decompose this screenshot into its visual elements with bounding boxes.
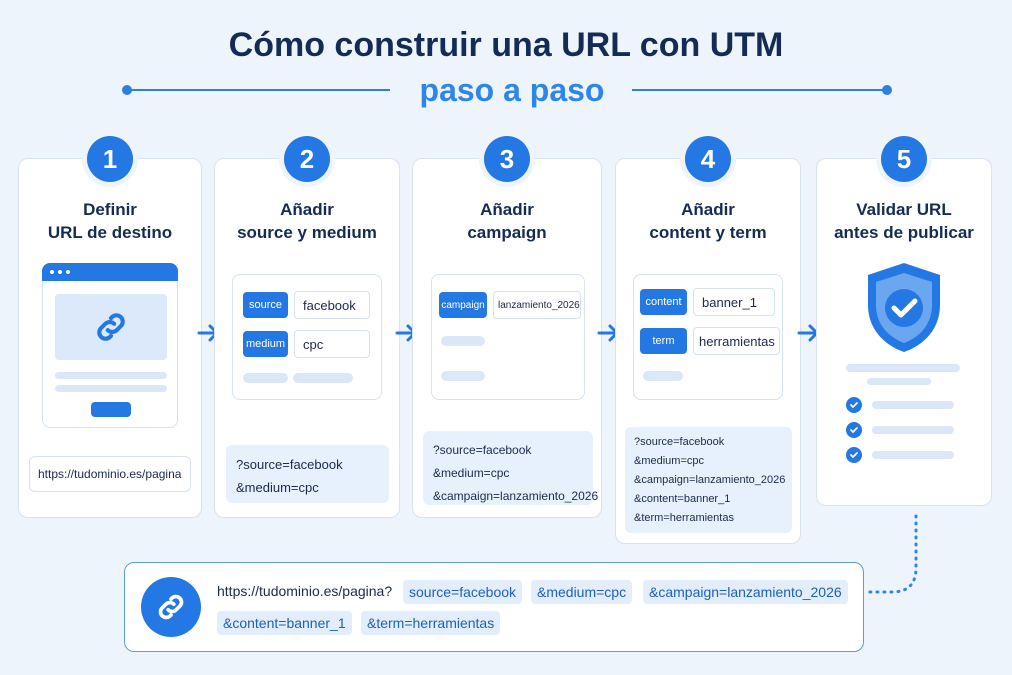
placeholder-line [846,364,960,372]
utm-key-tag: campaign [439,292,487,318]
utm-param-chip: &content=banner_1 [217,611,352,635]
divider-dot [882,85,892,95]
query-string-preview: ?source=facebook&medium=cpc&campaign=lan… [423,431,598,505]
placeholder-line [55,372,167,379]
page-title: Cómo construir una URL con UTM [228,26,784,64]
dotted-connector [862,514,918,594]
utm-field-row: medium cpc [243,330,370,358]
placeholder-line [643,371,683,381]
utm-value-field: lanzamiento_2026 [493,291,581,319]
cta-button-illustration [91,402,131,417]
utm-key-tag: medium [243,331,288,357]
utm-key-tag: source [243,292,288,318]
step-number-badge: 5 [881,136,927,182]
utm-field-row: content banner_1 [640,288,775,316]
step-number-badge: 1 [87,136,133,182]
page-subtitle: paso a paso [419,72,605,108]
placeholder-line [55,385,167,392]
utm-param-chip: &medium=cpc [531,580,633,604]
utm-field-row: campaign lanzamiento_2026 [439,291,581,319]
utm-value-field: facebook [294,291,370,319]
utm-key-tag: content [640,289,687,315]
step-number-badge: 4 [685,136,731,182]
placeholder-line [441,371,485,381]
query-string-preview: ?source=facebook&medium=cpc&campaign=lan… [625,427,792,533]
utm-key-tag: term [640,328,687,354]
link-icon [55,294,167,360]
query-string-preview: ?source=facebook&medium=cpc [226,445,389,503]
step-number-badge: 3 [484,136,530,182]
check-icon [846,422,862,438]
divider-dot [122,85,132,95]
utm-param-chip: &campaign=lanzamiento_2026 [643,580,848,604]
divider-line [128,89,390,91]
placeholder-line [293,373,353,383]
placeholder-line [243,373,288,383]
destination-url-field: https://tudominio.es/pagina [29,456,191,492]
placeholder-line [441,336,485,346]
subtitle-row: paso a paso [122,72,892,108]
placeholder-line [867,378,931,385]
final-utm-url-box: https://tudominio.es/pagina? source=face… [124,562,864,652]
check-icon [846,397,862,413]
utm-field-row: source facebook [243,291,370,319]
utm-value-field: herramientas [693,327,780,355]
step-number-badge: 2 [284,136,330,182]
utm-value-field: cpc [294,330,370,358]
shield-check-icon [868,263,940,352]
divider-line [632,89,886,91]
final-url-base: https://tudominio.es/pagina? [217,583,393,599]
browser-window-illustration [42,263,178,428]
browser-titlebar [42,263,178,281]
utm-field-row: term herramientas [640,327,780,355]
utm-param-chip: source=facebook [403,580,523,604]
check-icon [846,447,862,463]
utm-param-chip: &term=herramientas [361,611,501,635]
link-icon [141,577,201,637]
utm-value-field: banner_1 [693,288,775,316]
